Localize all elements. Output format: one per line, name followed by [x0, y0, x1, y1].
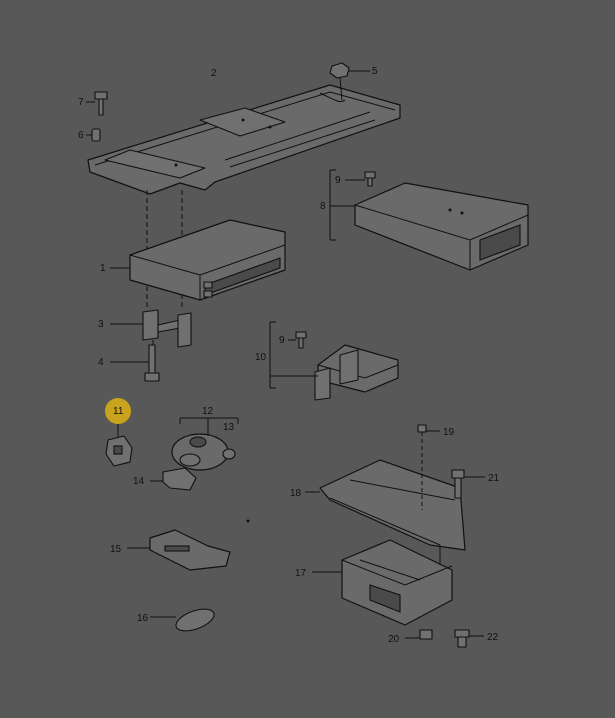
callout-19: 19: [443, 427, 455, 438]
mounting-plate: [87, 84, 401, 195]
nut-part-20: [405, 629, 433, 640]
callout-2: 2: [211, 68, 217, 79]
key-fob-part-12: [171, 417, 239, 471]
callout-1: 1: [100, 263, 106, 274]
callout-3: 3: [98, 319, 104, 330]
bolt-part-22: [454, 629, 484, 648]
callout-7: 7: [78, 97, 84, 108]
control-unit-part-1: [110, 219, 286, 301]
callout-12: 12: [202, 406, 214, 417]
callout-10: 10: [255, 352, 267, 363]
screw-part-9-lower: [288, 331, 307, 349]
callout-14: 14: [133, 476, 145, 487]
gasket-part-16: [150, 608, 215, 632]
nut-part-5: [329, 62, 370, 101]
sensor-strip-part-15: [127, 529, 231, 571]
bolt-part-21: [451, 469, 485, 499]
bolt-part-7: [86, 91, 108, 116]
callout-4: 4: [98, 357, 104, 368]
callout-11: 11: [113, 406, 124, 417]
bracket-part-3: [110, 309, 192, 348]
screw-part-19: [417, 424, 440, 510]
sensor-part-10: [269, 321, 399, 401]
callout-15: 15: [110, 544, 122, 555]
clip-part-11: [105, 424, 133, 467]
callout-16: 16: [137, 613, 149, 624]
callout-13: 13: [223, 422, 235, 433]
holder-part-14: [150, 467, 197, 491]
callout-18: 18: [290, 488, 302, 499]
callout-20: 20: [388, 634, 400, 645]
control-unit-part-8: [329, 169, 529, 271]
bolt-part-4: [110, 344, 160, 382]
callout-8: 8: [320, 201, 326, 212]
screw-part-9-upper: [345, 171, 376, 187]
highlight-marker: [105, 398, 131, 424]
mounting-bracket-part-18: [305, 459, 466, 600]
battery-part-13: [222, 448, 236, 460]
callout-21: 21: [488, 473, 500, 484]
callout-5: 5: [372, 66, 378, 77]
callout-6: 6: [78, 130, 84, 141]
washer-part-6: [86, 128, 101, 142]
callout-22: 22: [487, 632, 499, 643]
callout-9-upper: 9: [335, 175, 341, 186]
callout-17: 17: [295, 568, 307, 579]
housing-part-17: [312, 539, 453, 626]
callout-9-lower: 9: [279, 335, 285, 346]
